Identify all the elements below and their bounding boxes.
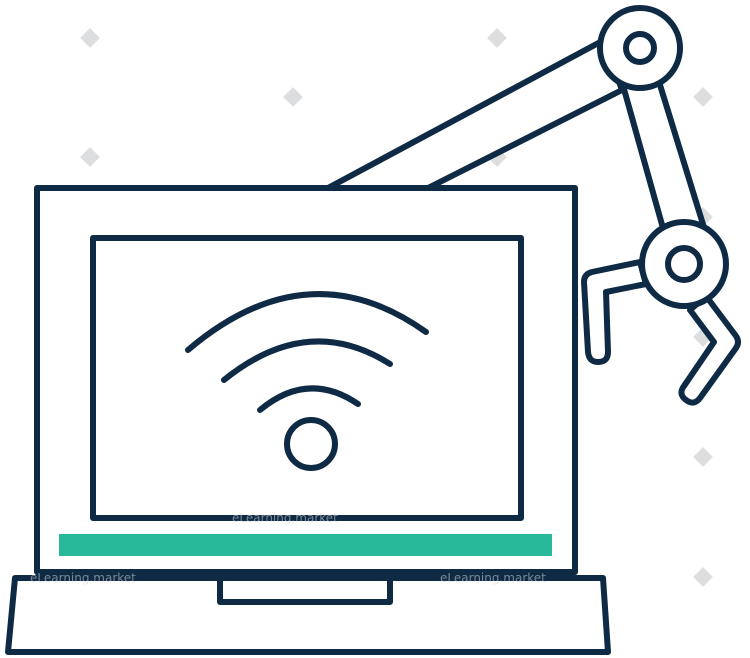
- wifi-dot: [284, 417, 338, 471]
- wifi-arc-outer: [185, 291, 429, 353]
- laptop-accent-bar: [59, 534, 552, 556]
- robot-gripper-left-claw: [581, 259, 649, 365]
- watermark-label: eLearning.market: [440, 571, 546, 585]
- watermark-diamond: [80, 28, 100, 48]
- robot-elbow-joint-pin: [665, 245, 703, 283]
- watermark-label: eLearning.market: [232, 511, 338, 525]
- robot-shoulder-joint-pin: [623, 31, 657, 65]
- wifi-arc-inner: [257, 385, 361, 413]
- watermark-diamond: [80, 147, 100, 167]
- watermark-diamond: [693, 447, 713, 467]
- robot-arm-forearm: [619, 69, 709, 249]
- watermark-diamond: [693, 87, 713, 107]
- watermark-diamond: [693, 567, 713, 587]
- laptop-icon: [5, 185, 611, 655]
- laptop-hinge-notch: [217, 578, 393, 605]
- robot-gripper-right-claw: [678, 293, 741, 406]
- wifi-icon: [185, 291, 429, 471]
- watermark-labels: eLearning.market eLearning.market eLearn…: [30, 511, 546, 585]
- wifi-arc-middle: [221, 338, 393, 383]
- laptop-base: [5, 575, 611, 655]
- robot-arm-upper-beam: [325, 37, 625, 191]
- watermark-label: eLearning.market: [30, 571, 136, 585]
- watermark-diamond: [283, 87, 303, 107]
- laptop-display: [90, 235, 524, 521]
- watermark-diamond: [487, 28, 507, 48]
